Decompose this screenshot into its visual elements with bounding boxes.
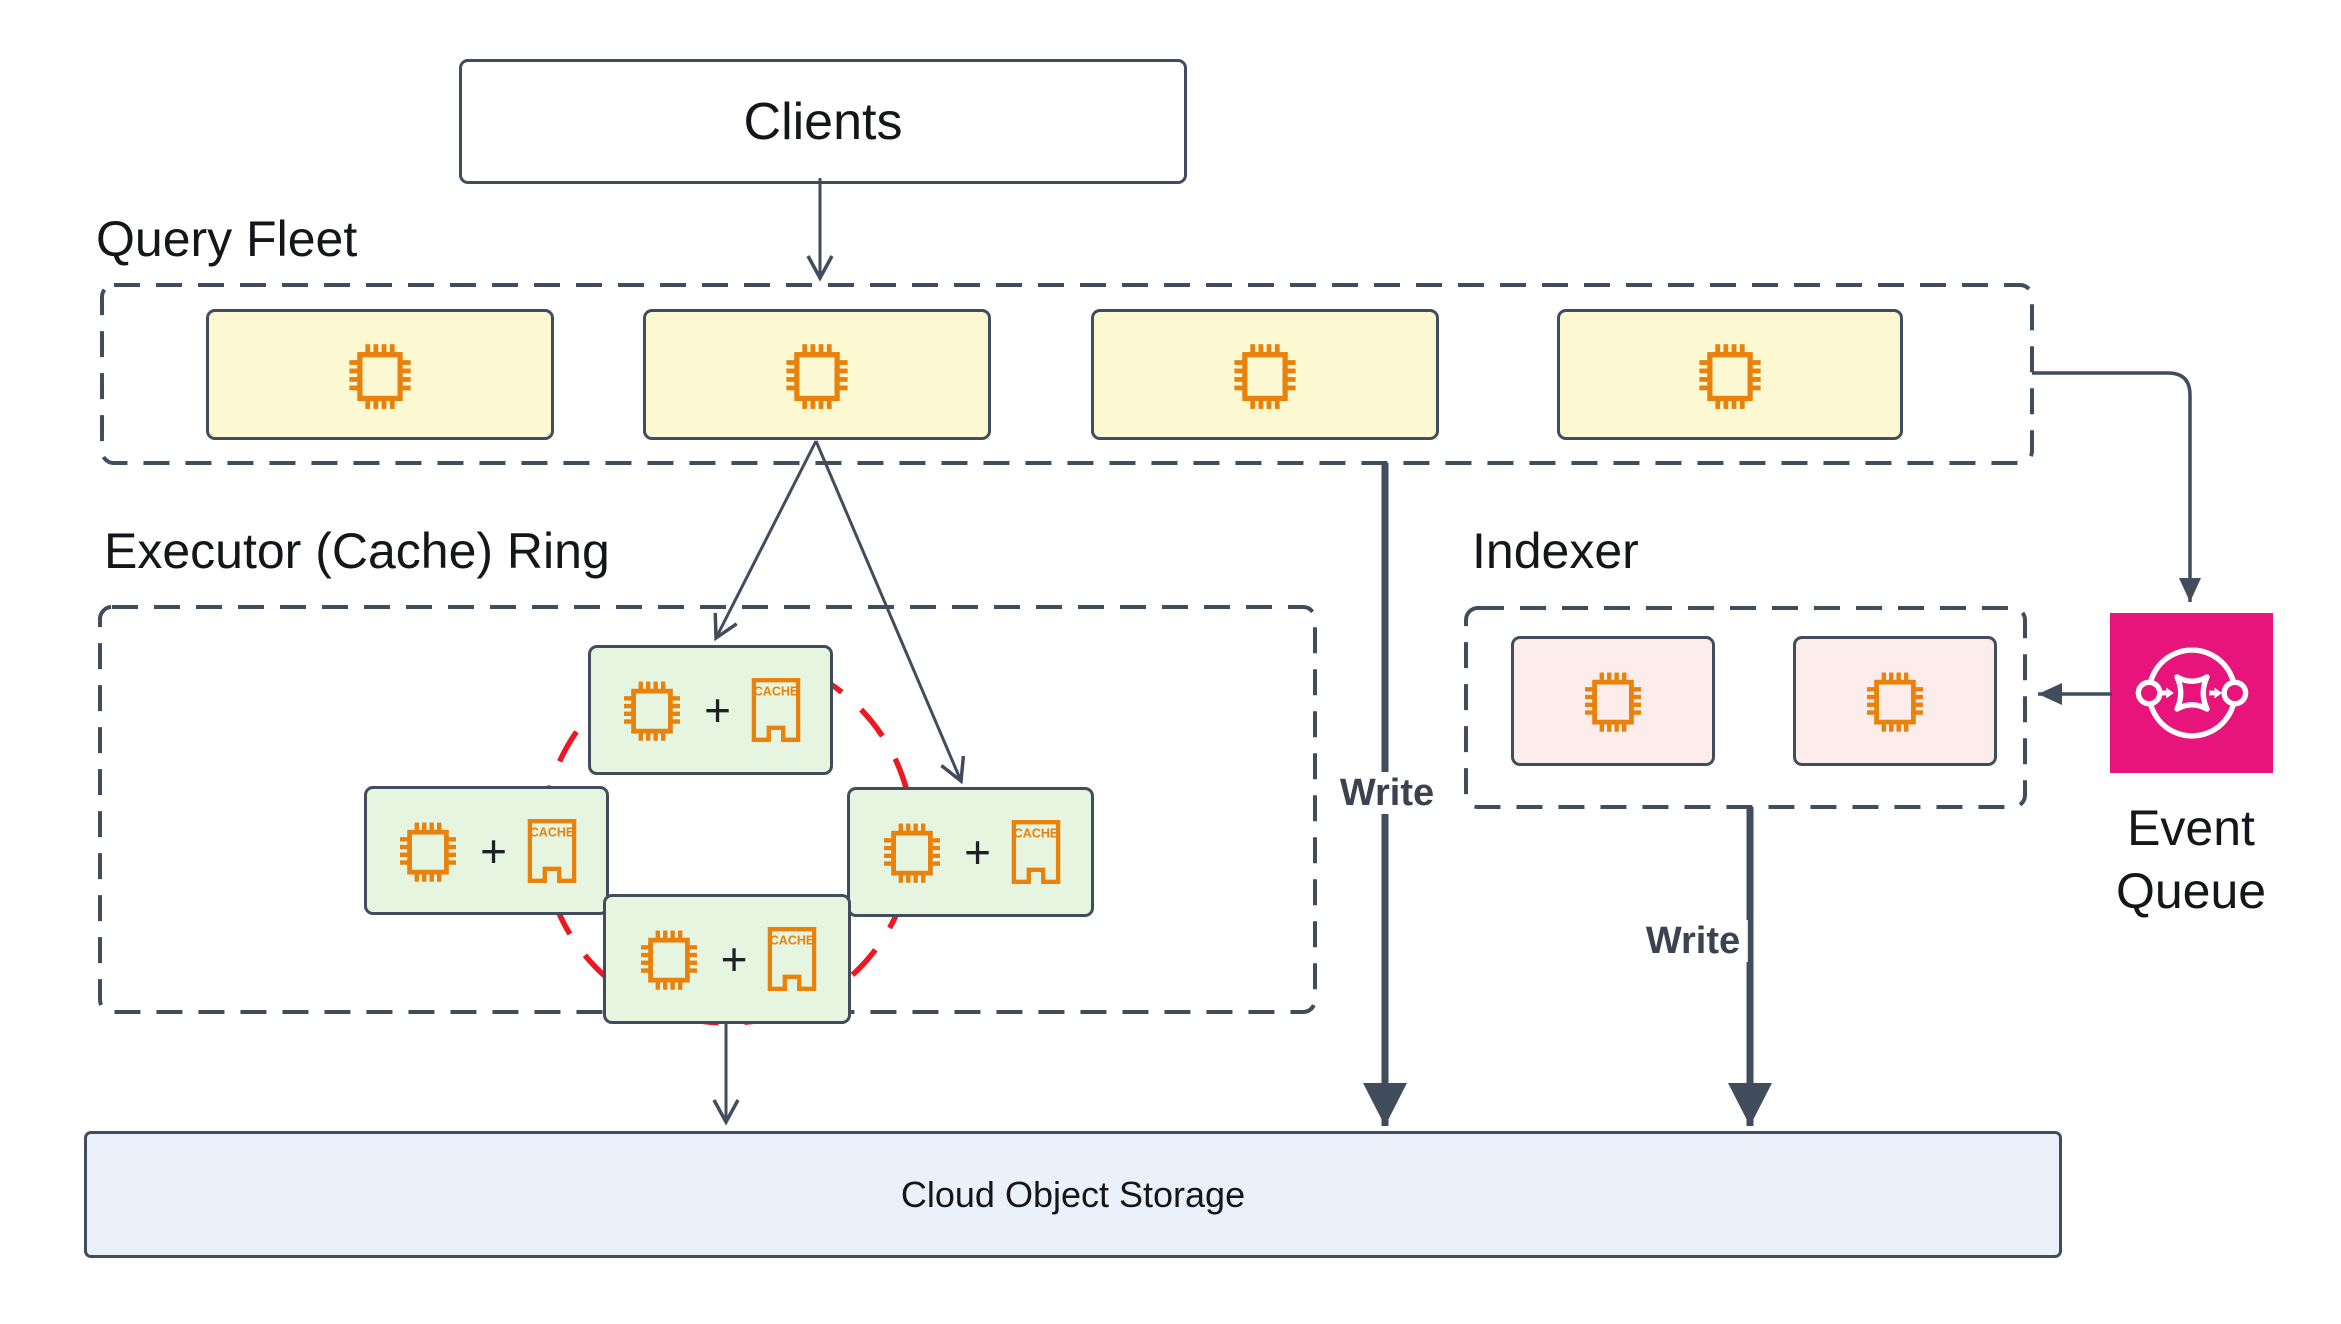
executor-node: + CACHE [364, 786, 609, 915]
compute-chip-icon [396, 816, 460, 885]
arrow-query-fleet-to-event-queue [2032, 371, 2201, 602]
query-node [1091, 309, 1439, 440]
plus-sign: + [480, 824, 507, 877]
query-node [643, 309, 991, 440]
indexer-node [1511, 636, 1715, 766]
cache-icon: CACHE [1011, 819, 1061, 885]
plus-sign: + [720, 933, 748, 985]
compute-chip-icon [880, 817, 944, 886]
arrow-query-to-executor-right [814, 440, 966, 785]
executor-node: + CACHE [603, 894, 851, 1024]
plus-sign: + [964, 826, 991, 878]
event-bridge-icon [2133, 634, 2251, 752]
compute-chip-icon [782, 337, 852, 413]
event-queue-box [2110, 613, 2273, 773]
indexer-title: Indexer [1472, 523, 1639, 579]
svg-text:CACHE: CACHE [530, 825, 574, 839]
cache-icon: CACHE [767, 926, 817, 992]
svg-text:CACHE: CACHE [1014, 827, 1058, 841]
event-queue-label-line2: Queue [2115, 863, 2267, 919]
clients-label: Clients [743, 92, 903, 151]
svg-text:CACHE: CACHE [754, 685, 798, 699]
indexer-node [1793, 636, 1997, 766]
executor-node: + CACHE [847, 787, 1094, 917]
event-queue-label-line1: Event [2127, 800, 2255, 856]
write-label-2: Write [1637, 920, 1749, 962]
compute-chip-icon [345, 337, 415, 413]
query-node [1557, 309, 1903, 440]
cache-icon: CACHE [527, 818, 577, 884]
clients-box: Clients [459, 59, 1187, 184]
compute-chip-icon [1230, 337, 1300, 413]
compute-chip-icon [637, 924, 701, 993]
storage-label: Cloud Object Storage [900, 1173, 1246, 1215]
compute-chip-icon [1695, 337, 1765, 413]
query-fleet-title: Query Fleet [96, 211, 358, 267]
plus-sign: + [704, 684, 731, 736]
svg-text:CACHE: CACHE [770, 934, 814, 948]
write-label-1: Write [1331, 772, 1443, 814]
arrow-query-to-executor-top [713, 440, 818, 642]
compute-chip-icon [620, 675, 684, 744]
compute-chip-icon [1581, 666, 1645, 735]
executor-node: + CACHE [588, 645, 833, 775]
storage-box: Cloud Object Storage [84, 1131, 2062, 1258]
cache-icon: CACHE [751, 677, 801, 743]
executor-ring-title: Executor (Cache) Ring [104, 523, 610, 579]
query-node [206, 309, 554, 440]
compute-chip-icon [1863, 666, 1927, 735]
event-queue-label: Event Queue [2076, 797, 2306, 923]
